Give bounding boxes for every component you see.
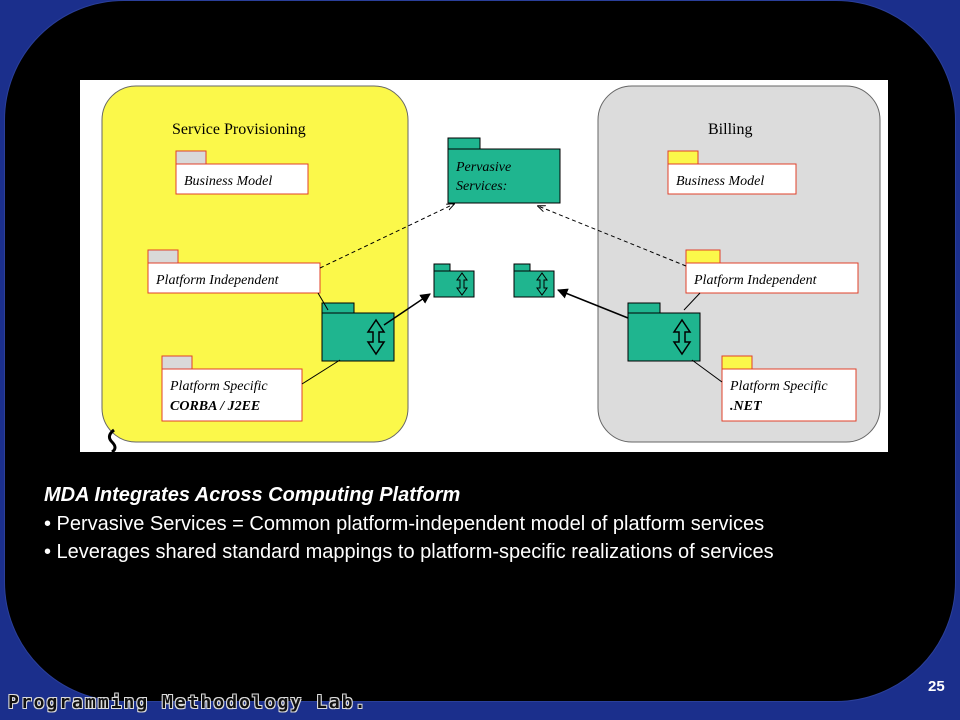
pervasive-services-label-1: Pervasive [455,160,511,175]
left-independent-to-left-package [317,292,329,311]
left-bidirectional-arrow-icon [366,318,386,356]
footer-lab-label: Programming Methodology Lab. [8,692,368,713]
left-package-to-center-arrow [383,293,431,326]
right-independent-to-right-package [683,292,701,311]
caption-bullet-pervasive-services: • Pervasive Services = Common platform-i… [44,513,765,535]
right-package-icon [627,302,701,362]
left-platform-independent-label: Platform Independent [155,273,280,288]
left-business-model-box [175,163,309,195]
left-platform-specific-box [161,368,303,422]
corner-mark [107,428,117,452]
right-platform-specific-label-2: .NET [730,399,763,414]
right-platform-independent-box [685,262,859,294]
center-right-package-icon [513,263,555,298]
left-platform-specific-label-2: CORBA / J2EE [170,399,260,414]
billing-title: Billing [708,121,752,138]
left-business-model-label: Business Model [184,174,272,189]
right-platform-specific-box [721,368,857,422]
caption-title: MDA Integrates Across Computing Platform [44,484,461,506]
right-platform-specific-tab [721,355,753,370]
left-specific-to-left-package [301,359,341,385]
right-platform-specific-label-1: Platform Specific [729,379,828,394]
left-platform-independent-tab [147,249,179,264]
right-independent-to-pervasive-dashed [538,206,687,267]
pervasive-services-package [447,137,561,204]
page-number: 25 [928,678,945,695]
service-provisioning-title: Service Provisioning [172,121,306,138]
right-bidirectional-arrow-icon [672,318,692,356]
left-package-icon [321,302,395,362]
left-independent-to-pervasive-dashed [319,204,454,269]
right-platform-independent-label: Platform Independent [693,273,818,288]
left-platform-specific-label-1: Platform Specific [169,379,268,394]
right-business-model-tab [667,150,699,165]
left-platform-specific-tab [161,355,193,370]
caption-bullet-shared-mappings: • Leverages shared standard mappings to … [44,541,774,563]
right-platform-independent-tab [685,249,721,264]
right-business-model-label: Business Model [676,174,764,189]
pervasive-services-label-2: Services: [456,179,507,194]
right-package-to-center-arrow [557,288,629,319]
right-business-model-box [667,163,797,195]
left-business-model-tab [175,150,207,165]
center-left-package-icon [433,263,475,298]
right-specific-to-right-package [691,359,723,383]
mda-diagram: Service Provisioning Business Model Plat… [80,80,888,452]
left-platform-independent-box [147,262,321,294]
